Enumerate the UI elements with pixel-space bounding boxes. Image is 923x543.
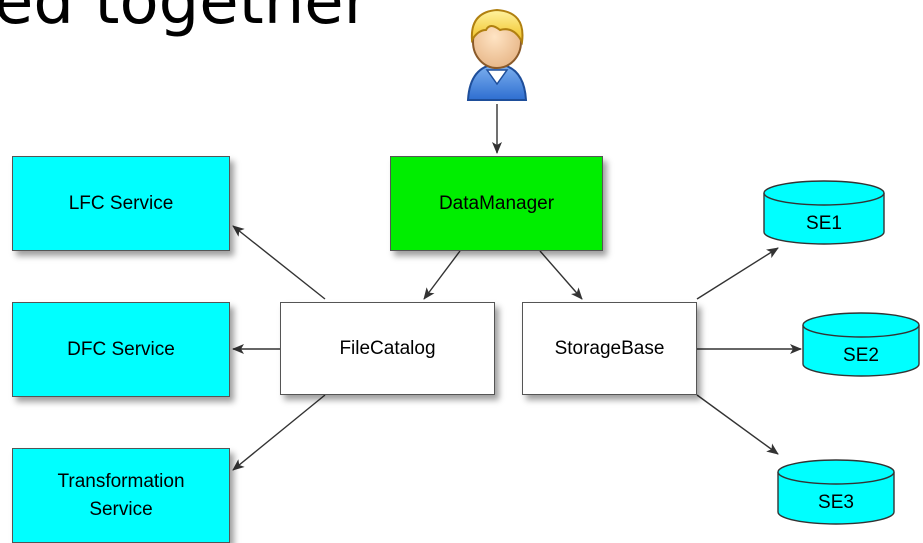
dfc-service-node: DFC Service [12,302,230,397]
se2-label: SE2 [843,345,879,366]
datamanager-node: DataManager [390,156,603,251]
edge-datamanager-filecatalog [423,250,461,300]
dfc-service-label: DFC Service [67,338,175,360]
edge-filecatalog-transformation [232,394,326,471]
se2-cylinder [802,312,920,377]
se3-cylinder [777,459,895,525]
filecatalog-label: FileCatalog [339,337,436,359]
se1-cylinder [763,180,885,245]
edge-datamanager-storagebase [539,250,583,300]
lfc-service-label: LFC Service [68,192,174,214]
transformation-service-label: Transformation Service [57,470,185,520]
se1-label: SE1 [806,213,842,234]
storagebase-node: StorageBase [522,302,697,395]
edge-storagebase-se1 [696,247,779,300]
user-icon [466,8,528,101]
se3-label: SE3 [818,492,854,513]
edge-filecatalog-lfc [232,225,326,300]
datamanager-label: DataManager [438,192,555,214]
filecatalog-node: FileCatalog [280,302,495,395]
slide-heading: ed together [0,0,370,39]
transformation-service-node: Transformation Service [12,448,230,543]
storagebase-label: StorageBase [554,337,665,359]
edge-storagebase-se3 [696,394,779,455]
lfc-service-node: LFC Service [12,156,230,251]
